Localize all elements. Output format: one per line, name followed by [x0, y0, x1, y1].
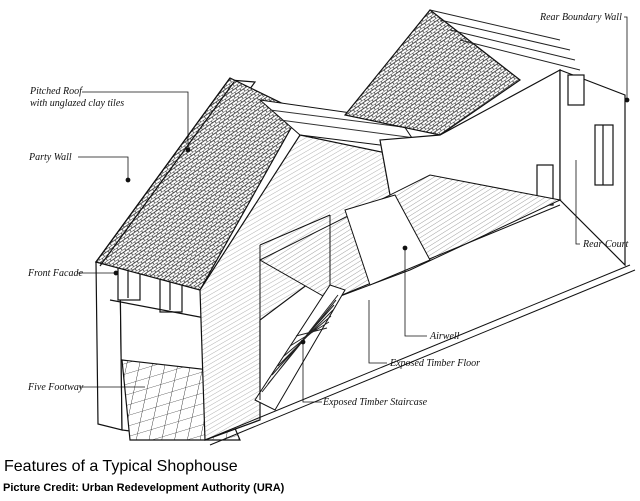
label-rear-court: Rear Court [583, 239, 629, 250]
airwell [344, 194, 431, 286]
rear-roof [343, 9, 581, 136]
label-pitched-roof: Pitched Roof [30, 86, 82, 97]
label-pitched-roof-sub: with unglazed clay tiles [30, 98, 125, 109]
label-five-footway: Five Footway [28, 382, 84, 393]
picture-credit: Picture Credit: Urban Redevelopment Auth… [3, 482, 285, 494]
ground-lines [204, 264, 636, 446]
label-front-facade: Front Facade [28, 268, 83, 279]
label-party-wall: Party Wall [29, 152, 72, 163]
diagram-title: Features of a Typical Shophouse [4, 458, 238, 475]
label-exposed-timber-staircase: Exposed Timber Staircase [323, 397, 428, 408]
label-airwell: Airwell [430, 331, 460, 342]
leader-lines [77, 16, 630, 403]
label-rear-boundary-wall: Rear Boundary Wall [540, 12, 622, 23]
label-exposed-timber-floor: Exposed Timber Floor [390, 358, 480, 369]
shophouse-illustration [77, 9, 636, 446]
